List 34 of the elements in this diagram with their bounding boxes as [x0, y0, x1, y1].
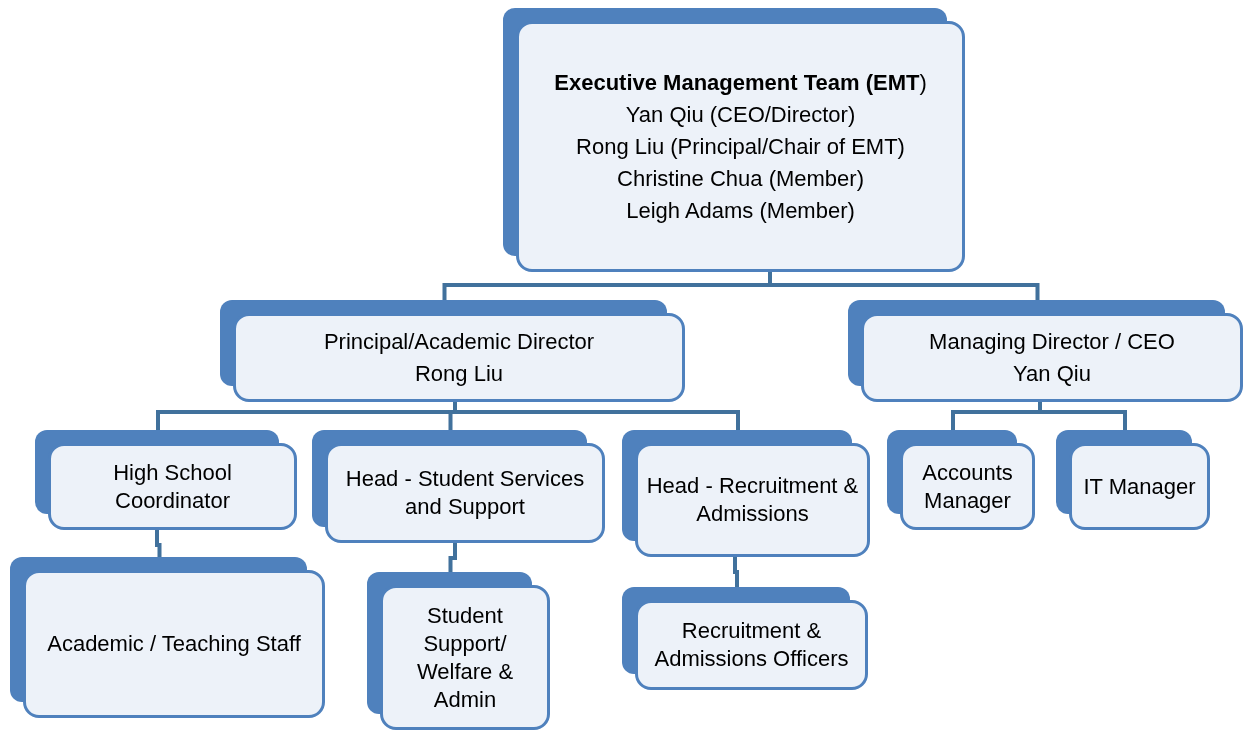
org-box — [220, 300, 685, 402]
org-box — [622, 430, 870, 557]
box-text: Principal/Academic Director — [323, 327, 595, 356]
connector-line — [768, 272, 1040, 300]
connector-line — [155, 530, 162, 557]
box-text: Academic / Teaching Staff — [47, 630, 301, 658]
box-text: Head - Student Services and Support — [344, 465, 586, 521]
org-box — [1056, 430, 1210, 530]
box-text: Yan Qiu — [1013, 359, 1091, 388]
org-box — [35, 430, 297, 530]
box-text: Christine Chua (Member) — [617, 164, 864, 193]
connector-line — [453, 402, 740, 430]
box-text: Recruitment & Admissions Officers — [653, 617, 850, 673]
connector-line — [1038, 402, 1127, 430]
org-box — [367, 572, 550, 730]
box-text: IT Manager — [1083, 472, 1196, 501]
org-box — [622, 587, 868, 690]
box-text: Leigh Adams (Member) — [626, 196, 855, 225]
box-text: Managing Director / CEO — [929, 327, 1175, 356]
box-text: Rong Liu (Principal/Chair of EMT) — [576, 132, 905, 161]
org-box — [503, 8, 965, 272]
box-text: High School Coordinator — [112, 458, 233, 515]
org-box — [848, 300, 1243, 402]
box-text: Accounts Manager — [921, 458, 1014, 515]
connector-line — [733, 557, 739, 587]
box-text: Head - Recruitment & Admissions — [646, 472, 859, 528]
org-box — [887, 430, 1035, 530]
box-text: Student Support/ Welfare & Admin — [415, 601, 515, 714]
box-text: Yan Qiu (CEO/Director) — [625, 100, 856, 129]
box-text: Rong Liu — [414, 359, 504, 388]
connector-line — [448, 543, 457, 572]
org-box — [10, 557, 325, 718]
org-box — [312, 430, 605, 543]
box-text: Executive Management Team (EMT) — [554, 68, 927, 97]
